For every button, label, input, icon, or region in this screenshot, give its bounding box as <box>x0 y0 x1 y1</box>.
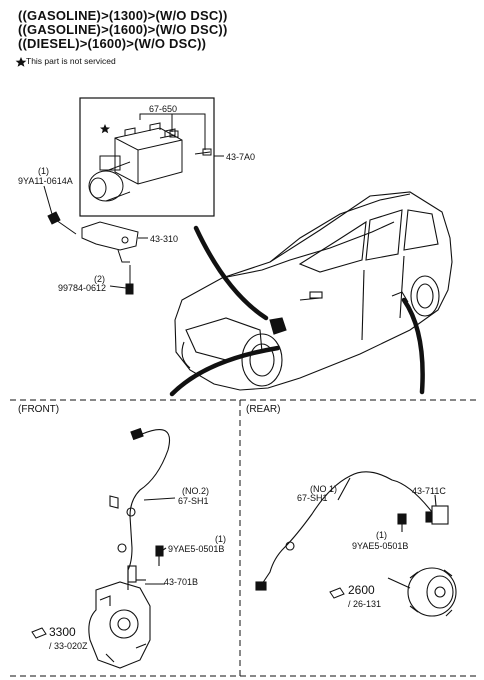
label-front-no2: (NO.2) <box>182 486 209 496</box>
rear-abs-sensor <box>255 471 457 617</box>
callout-arrows <box>169 225 425 397</box>
ref-3300-icon <box>31 627 47 639</box>
star-icon <box>15 57 27 67</box>
section-dividers <box>10 399 478 677</box>
model-line-2: ((GASOLINE)>(1600)>(W/O DSC)) <box>18 22 228 37</box>
abs-hydraulic-unit <box>79 97 224 217</box>
label-43-711c: 43-711C <box>412 486 446 496</box>
abs-bracket <box>43 185 148 295</box>
not-serviced-note: This part is not serviced <box>26 56 116 66</box>
label-front-qty-1: (1) <box>215 534 226 544</box>
label-67-650: 67-650 <box>149 104 178 114</box>
rear-section-title: (REAR) <box>246 404 281 415</box>
label-rear-9yae5-0501b: 9YAE5-0501B <box>352 541 409 551</box>
front-abs-sensor <box>88 427 176 669</box>
label-rear-qty-1: (1) <box>376 530 387 540</box>
front-section-title: (FRONT) <box>18 404 60 415</box>
label-front-67-sh1: 67-SH1 <box>178 496 209 506</box>
label-43-7a0: 43-7A0 <box>226 152 256 162</box>
label-rear-67-sh1: 67-SH1 <box>297 493 328 503</box>
model-line-1: ((GASOLINE)>(1300)>(W/O DSC)) <box>18 8 228 23</box>
label-43-701b: 43-701B <box>164 577 199 587</box>
ref-2600-icon <box>329 587 345 599</box>
vehicle-outline <box>174 191 453 391</box>
ref-26-131: / 26-131 <box>348 599 382 609</box>
label-9ya11-0614a: 9YA11-0614A <box>18 176 73 186</box>
label-43-310: 43-310 <box>150 234 179 244</box>
ref-3300[interactable]: 3300 <box>49 625 76 639</box>
label-qty-2: (2) <box>94 274 105 284</box>
ref-33-020z: / 33-020Z <box>49 641 88 651</box>
label-qty-1-top: (1) <box>38 166 49 176</box>
model-line-3: ((DIESEL)>(1600)>(W/O DSC)) <box>18 36 207 51</box>
label-rear-no1: (NO 1) <box>310 484 337 494</box>
ref-2600[interactable]: 2600 <box>348 583 375 597</box>
unit-star-icon <box>100 124 110 134</box>
label-front-9yae5-0501b: 9YAE5-0501B <box>168 544 225 554</box>
label-99784-0612: 99784-0612 <box>58 283 107 293</box>
